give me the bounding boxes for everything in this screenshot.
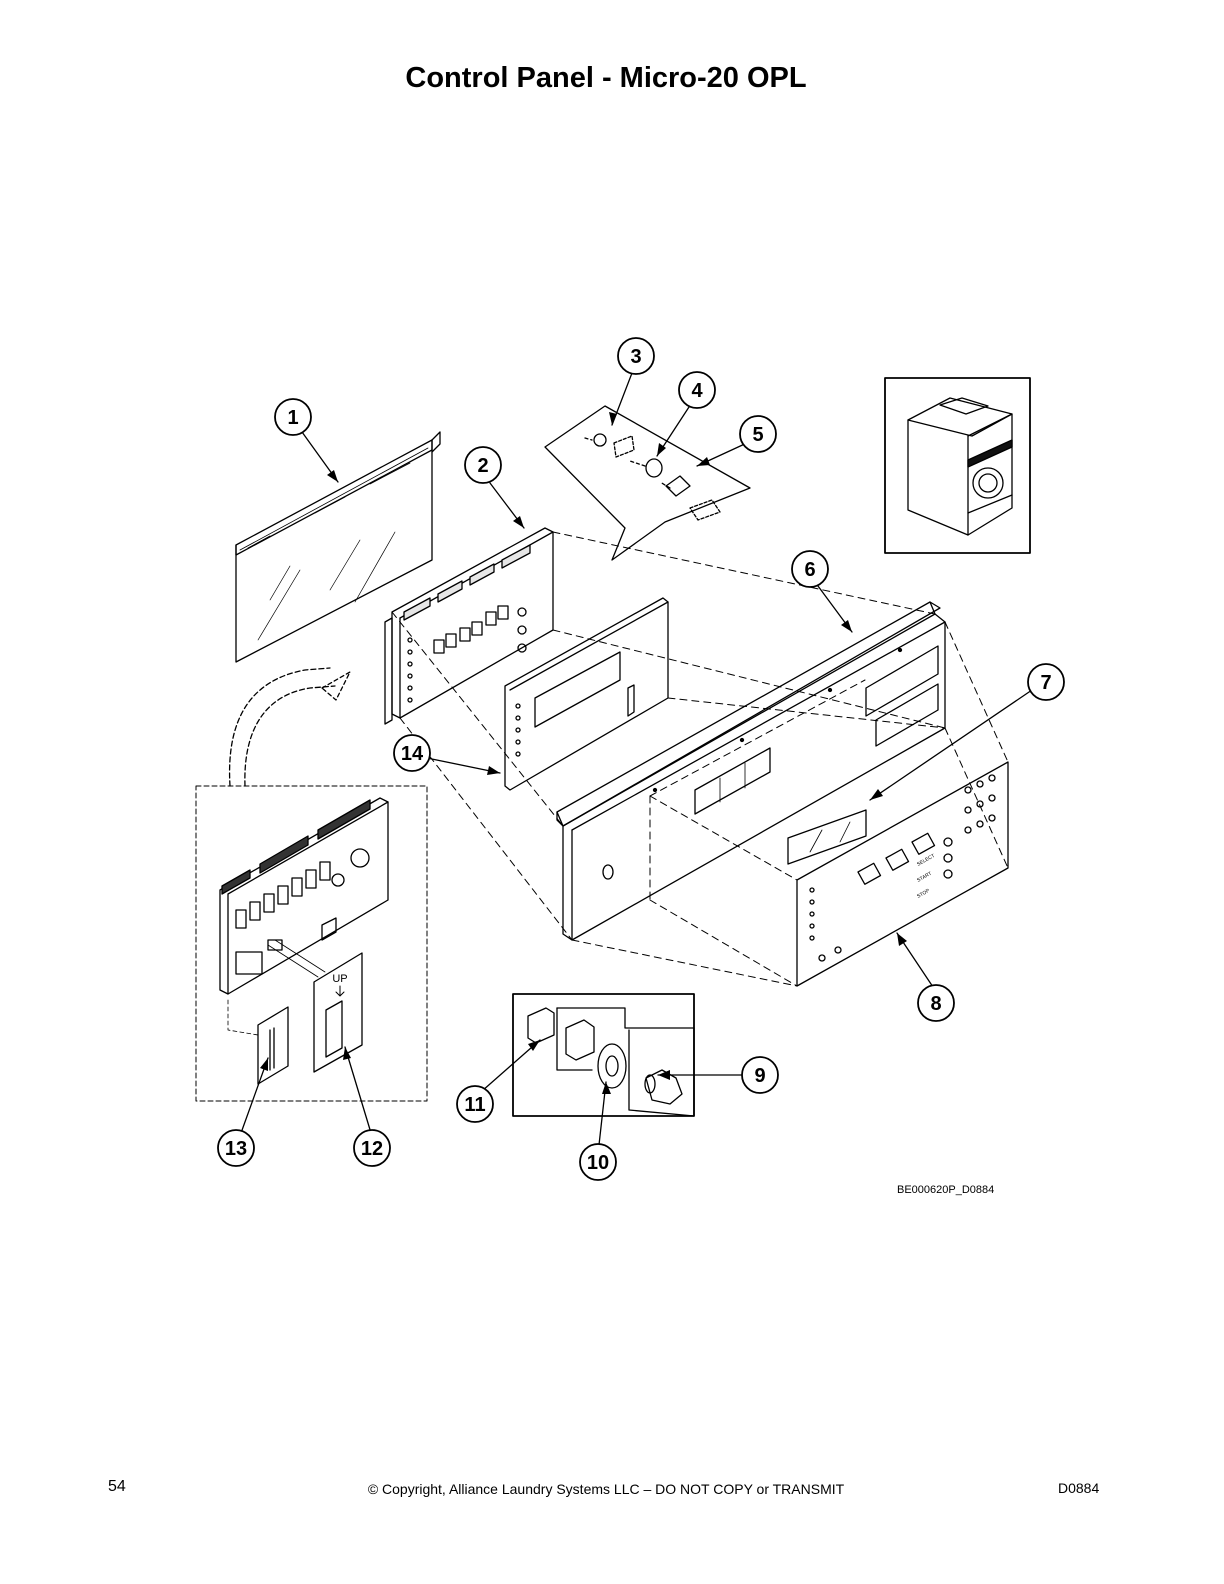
callout-8: 8 [917,984,955,1022]
part-1-window [235,431,441,663]
callout-8-label: 8 [930,993,941,1015]
callout-13: 13 [217,1129,255,1167]
controller-board [219,797,389,995]
callout-7: 7 [1027,663,1065,701]
callout-6: 6 [791,550,829,588]
callout-9: 9 [741,1056,779,1094]
callout-5: 5 [739,415,777,453]
machine-inset [884,377,1031,554]
document-id: D0884 [1058,1480,1100,1496]
callout-3: 3 [617,337,655,375]
chip-up-label: UP [332,973,347,985]
callout-11-label: 11 [464,1094,485,1116]
callout-1-label: 1 [287,407,298,429]
callout-2-label: 2 [477,455,488,477]
copyright-notice: © Copyright, Alliance Laundry Systems LL… [367,1481,845,1497]
figure-code: BE000620P_D0884 [897,1184,995,1196]
callout-14-label: 14 [401,743,424,765]
switch-assembly [512,993,695,1117]
callout-12-label: 12 [361,1138,383,1160]
page-title: Control Panel - Micro-20 OPL [405,62,807,94]
exploded-guide-lines [391,531,1009,987]
callout-3-label: 3 [630,346,641,368]
part-6-panel [556,601,946,941]
callout-10-label: 10 [587,1152,609,1174]
callout-4: 4 [678,371,716,409]
callout-14: 14 [393,734,431,772]
part-7-lens [787,809,867,865]
parts-3-4-5-box [544,405,751,561]
part-13-detail [227,999,289,1085]
callout-5-label: 5 [752,424,763,446]
part-12-chip [267,939,363,1073]
callout-12: 12 [353,1129,391,1167]
callout-7-label: 7 [1040,672,1051,694]
callout-13-label: 13 [225,1138,247,1160]
select-label: SELECT [916,853,936,868]
part-2-board [384,527,554,725]
callout-10: 10 [579,1143,617,1181]
overlay-control-labels: SELECT START STOP [916,853,936,900]
stop-label: STOP [916,888,931,900]
callout-11: 11 [456,1085,494,1123]
page-number: 54 [108,1478,126,1495]
start-label: START [916,871,933,884]
callouts: 1 2 3 4 5 6 7 8 9 10 11 12 13 14 [217,337,1065,1181]
leader-arrowheads [260,412,907,1094]
callout-6-label: 6 [804,559,815,581]
callout-1: 1 [274,398,312,436]
callout-9-label: 9 [754,1065,765,1087]
board-detail-box [195,667,428,1102]
callout-4-label: 4 [691,380,703,402]
part-8-overlay [796,761,1009,987]
part-14-plate [504,597,669,791]
callout-2: 2 [464,446,502,484]
